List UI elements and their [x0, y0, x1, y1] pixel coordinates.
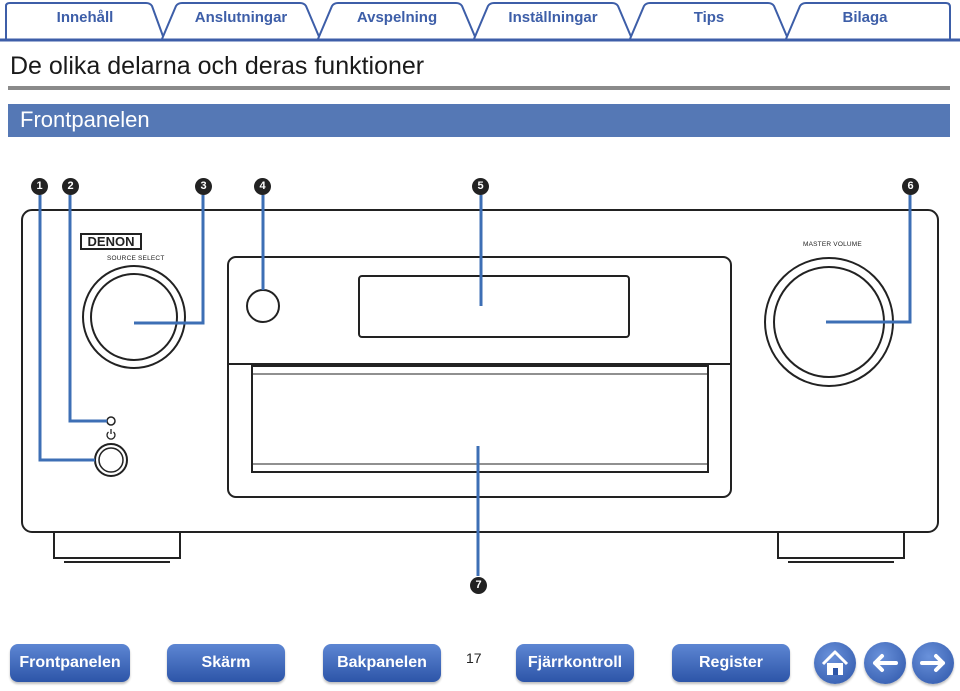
back-arrow-icon	[873, 654, 898, 672]
callout-marker-4: 4	[254, 178, 271, 195]
forward-button[interactable]	[912, 642, 954, 684]
left-foot	[53, 532, 181, 559]
skarm-button[interactable]: Skärm	[167, 644, 285, 682]
display-window	[358, 275, 630, 338]
back-button[interactable]	[864, 642, 906, 684]
tab-shape-2	[161, 2, 321, 40]
tab-tips[interactable]: Tips	[693, 9, 725, 26]
page-title: De olika delarna och deras funktioner	[10, 52, 425, 80]
power-button-outer	[94, 443, 128, 477]
fjarrkontroll-button[interactable]: Fjärrkontroll	[516, 644, 634, 682]
front-door	[251, 365, 709, 473]
frontpanelen-button[interactable]: Frontpanelen	[10, 644, 130, 682]
callout-marker-7: 7	[470, 577, 487, 594]
power-symbol-icon	[106, 429, 116, 440]
source-select-knob-inner	[90, 273, 178, 361]
top-tab-bar: Innehåll Anslutningar Avspelning Inställ…	[0, 0, 960, 42]
callout-line-6	[826, 195, 912, 324]
forward-arrow-icon	[920, 654, 945, 672]
callout-marker-2: 2	[62, 178, 79, 195]
master-volume-label: MASTER VOLUME	[803, 241, 862, 248]
front-panel-illustration	[21, 195, 939, 576]
right-foot	[777, 532, 905, 559]
power-button-inner	[98, 447, 124, 473]
tab-shape-5	[629, 2, 789, 40]
tab-shape-3	[317, 2, 477, 40]
source-select-label: SOURCE SELECT	[107, 255, 165, 262]
source-select-knob-outer	[82, 265, 186, 369]
callout-line-1	[38, 195, 95, 462]
callout-marker-5: 5	[472, 178, 489, 195]
tab-bilaga[interactable]: Bilaga	[842, 9, 888, 26]
section-header: Frontpanelen	[8, 104, 950, 137]
power-indicator-led	[106, 416, 116, 426]
section-title: Frontpanelen	[20, 107, 150, 132]
callout-marker-3: 3	[195, 178, 212, 195]
callout-marker-6: 6	[902, 178, 919, 195]
register-button[interactable]: Register	[672, 644, 790, 682]
tab-bar-outline	[0, 1, 960, 42]
callout-lines	[38, 195, 912, 576]
home-button[interactable]	[814, 642, 856, 684]
tab-shape-4	[473, 2, 633, 40]
remote-sensor	[246, 289, 280, 323]
denon-logo: DENON	[80, 233, 142, 250]
home-icon	[821, 650, 849, 675]
page-number: 17	[466, 650, 482, 666]
callout-line-3	[134, 195, 205, 325]
tab-anslutningar[interactable]: Anslutningar	[194, 9, 288, 26]
title-rule	[8, 86, 950, 90]
callout-marker-1: 1	[31, 178, 48, 195]
bakpanelen-button[interactable]: Bakpanelen	[323, 644, 441, 682]
tab-avspelning[interactable]: Avspelning	[356, 9, 438, 26]
tab-shape-6	[785, 2, 951, 40]
callout-line-2	[68, 195, 107, 423]
tab-innehall[interactable]: Innehåll	[56, 9, 114, 26]
tab-installningar[interactable]: Inställningar	[508, 9, 598, 26]
bottom-nav: Frontpanelen Skärm Bakpanelen 17 Fjärrko…	[0, 640, 960, 691]
tab-shape-1	[5, 1, 165, 40]
